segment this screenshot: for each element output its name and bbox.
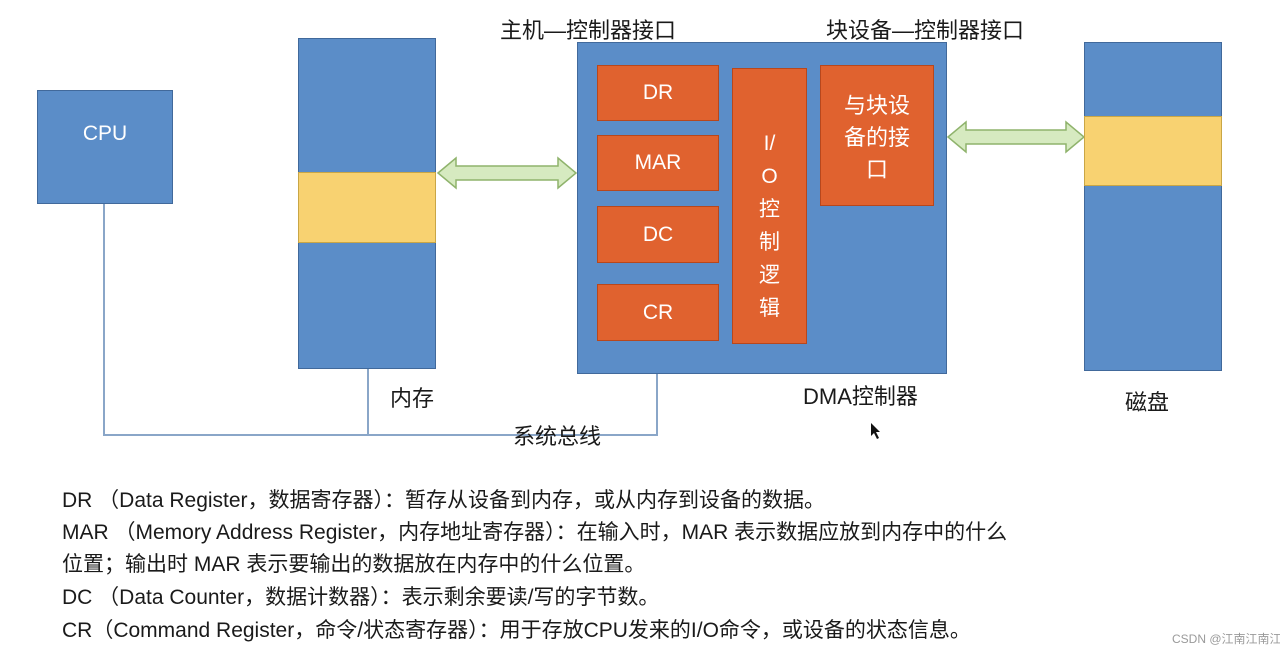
- block-interface-label: 块设备—控制器接口: [826, 18, 1025, 43]
- dma-disk-arrow: [946, 120, 1086, 154]
- note-dc: DC （Data Counter，数据计数器）：表示剩余要读/写的字节数。: [62, 586, 660, 609]
- double-arrow-icon: [436, 156, 578, 190]
- mouse-cursor-icon: [871, 423, 880, 439]
- system-bus-label: 系统总线: [513, 424, 602, 449]
- cpu-block: CPU: [37, 90, 173, 204]
- note-dr: DR （Data Register，数据寄存器）：暂存从设备到内存，或从内存到设…: [62, 489, 826, 512]
- note-mar-cont: 位置；输出时 MAR 表示要输出的数据放在内存中的什么位置。: [62, 553, 646, 576]
- dma-controller-label: DMA控制器: [803, 384, 918, 409]
- register-dc: DC: [597, 206, 719, 263]
- io-control-logic-label: I/O控制逻辑: [759, 132, 780, 320]
- block-device-interface-label: 与块设备的接口: [844, 93, 911, 182]
- bus-line-cpu: [103, 203, 105, 435]
- note-mar: MAR （Memory Address Register，内存地址寄存器）：在输…: [62, 521, 1008, 544]
- host-interface-label: 主机—控制器接口: [500, 18, 677, 43]
- disk-block: [1084, 42, 1222, 371]
- memory-dma-arrow: [436, 156, 578, 190]
- disk-label: 磁盘: [1125, 390, 1170, 415]
- bus-line-dma: [656, 373, 658, 435]
- register-cr: CR: [597, 284, 719, 341]
- disk-buffer-region: [1084, 116, 1222, 186]
- memory-buffer-region: [298, 172, 436, 243]
- cpu-label: CPU: [82, 122, 128, 145]
- csdn-watermark: CSDN @江南江南江南丶: [1172, 632, 1280, 646]
- register-dr: DR: [597, 65, 719, 121]
- memory-label: 内存: [390, 386, 435, 411]
- note-cr: CR（Command Register，命令/状态寄存器）：用于存放CPU发来的…: [62, 619, 971, 642]
- block-device-interface: 与块设备的接口: [820, 65, 934, 206]
- double-arrow-icon: [946, 120, 1086, 154]
- io-control-logic: I/O控制逻辑: [732, 68, 807, 344]
- system-bus: [103, 434, 658, 436]
- bus-line-memory: [367, 368, 369, 435]
- register-mar: MAR: [597, 135, 719, 191]
